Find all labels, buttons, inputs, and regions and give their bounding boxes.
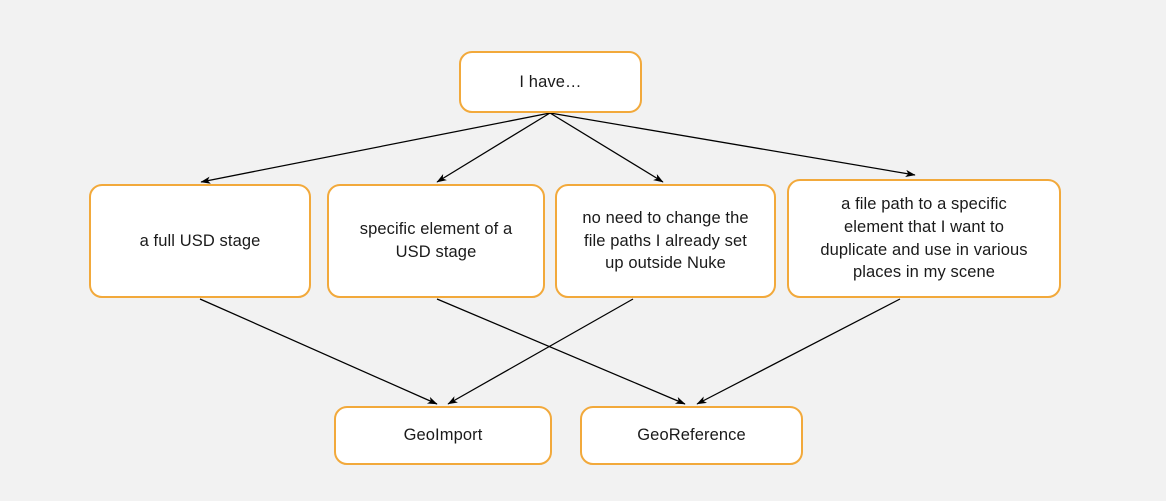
node-result-georeference-label: GeoReference	[637, 426, 746, 445]
edge-root-to-option-3	[549, 112, 664, 183]
edge-root-to-option-1	[200, 112, 551, 184]
edge-root-to-option-4	[549, 112, 916, 177]
node-option-1-label: a full USD stage	[139, 231, 261, 250]
node-option-specific-element[interactable]: specific element of a USD stage	[327, 184, 545, 298]
node-option-full-usd-stage[interactable]: a full USD stage	[89, 184, 311, 298]
edge-option-4-to-georeference	[696, 298, 901, 405]
node-option-file-path-duplicate[interactable]: a file path to a specific element that I…	[787, 179, 1061, 298]
node-root-label: I have…	[519, 72, 582, 91]
node-option-3-label: no need to change the file paths I alrea…	[582, 208, 749, 273]
node-option-4-label: a file path to a specific element that I…	[820, 194, 1028, 282]
node-result-georeference[interactable]: GeoReference	[580, 406, 803, 465]
edge-option-3-to-geoimport	[447, 298, 634, 405]
node-option-no-path-change[interactable]: no need to change the file paths I alrea…	[555, 184, 776, 298]
node-root[interactable]: I have…	[459, 51, 642, 113]
edge-root-to-option-2	[436, 112, 551, 183]
node-option-2-label: specific element of a USD stage	[359, 220, 513, 261]
node-result-geoimport-label: GeoImport	[403, 426, 483, 445]
edge-option-2-to-georeference	[436, 298, 686, 405]
node-result-geoimport[interactable]: GeoImport	[334, 406, 552, 465]
edge-option-1-to-geoimport	[199, 298, 438, 405]
